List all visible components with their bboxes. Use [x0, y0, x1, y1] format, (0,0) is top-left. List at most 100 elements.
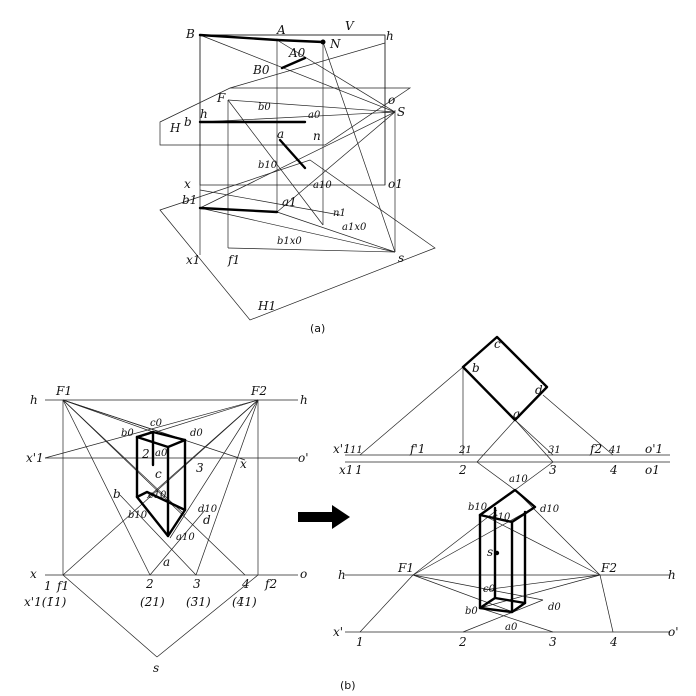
label-bar21: 21: [458, 445, 472, 456]
label-h-left: h: [30, 393, 38, 407]
label-b: b: [184, 115, 192, 129]
label-o1: o1: [645, 463, 660, 477]
label-x-bottom: x: [30, 567, 37, 581]
label-b10: b10: [258, 160, 278, 171]
label-x-mid: x: [240, 457, 247, 471]
line-s-left: [62, 574, 158, 658]
prism-top: [478, 488, 537, 524]
label-d: d: [203, 513, 211, 527]
ray-f2-a10: [169, 399, 259, 539]
label-a0: a0: [155, 448, 168, 459]
label-x1: x1: [339, 463, 353, 477]
ray-f1-a0: [412, 574, 514, 613]
label-c0: c0: [483, 584, 496, 595]
label-a: a: [513, 407, 520, 421]
figure-b-right: c b d a x'1 11 f'1 21 31 f2 41 o'1 x1 1 …: [333, 335, 679, 649]
label-o-prime: o': [298, 451, 309, 465]
label-a1: a1: [282, 195, 297, 209]
label-x-prime: x': [333, 625, 343, 639]
label-paren-21: (2̄1): [140, 595, 165, 609]
label-a10: a10: [509, 474, 528, 485]
label-c10: c10: [492, 512, 511, 523]
label-bar2-bottom: 2: [145, 577, 154, 591]
label-paren-41: (4̄1): [232, 595, 257, 609]
ray-f2-b0: [479, 574, 601, 609]
ray-n-s: [322, 41, 396, 253]
label-bar11: 11: [350, 445, 363, 456]
label-c0: c0: [150, 418, 163, 429]
label-f2-upper: F2: [250, 384, 267, 398]
ray-a1-ground: [276, 211, 396, 253]
label-b0-upper: B0: [252, 63, 270, 77]
ray-41-d: [542, 394, 614, 456]
ray-bar4-f2: [599, 574, 614, 633]
label-f: F: [216, 91, 226, 105]
label-o: o: [388, 93, 395, 107]
ray-a1-s: [276, 111, 396, 213]
label-o1-prime: o'1: [645, 442, 663, 456]
caption-b: (b): [340, 679, 356, 692]
label-d: d: [535, 383, 543, 397]
label-f2: F2: [600, 561, 617, 575]
ray-b1-ground: [199, 207, 396, 253]
label-h-right: h: [668, 568, 676, 582]
ray-f2-bar3: [195, 399, 259, 576]
label-f1: F1: [397, 561, 414, 575]
diamond-bottom-left: [476, 461, 516, 491]
ray-f2-x1: [44, 399, 259, 459]
label-bar4-bottom: 4: [609, 635, 618, 649]
label-a0-upper: A0: [288, 46, 306, 60]
diamond-right: [514, 419, 554, 463]
label-bar3: 3: [196, 461, 204, 475]
ray-f2-a10: [514, 489, 601, 576]
label-bar31: 31: [548, 445, 561, 456]
label-f1: f1: [227, 253, 240, 267]
label-n1: n1: [333, 208, 346, 219]
ray-f1-x: [62, 399, 246, 461]
plane-h: [159, 87, 412, 146]
segment-b1-a1: [198, 206, 279, 214]
label-a1x0: a1x0: [342, 222, 367, 233]
label-s-upper: S: [397, 105, 405, 119]
figure-b-left: h h F1 F2 c0 b0 d0 a0 2 3 x'1 x o' b c c…: [24, 384, 309, 675]
label-a: a: [277, 127, 284, 141]
label-o-prime: o': [668, 625, 679, 639]
label-v: V: [345, 19, 355, 33]
ray-b-s: [199, 34, 396, 113]
ray-31-a: [514, 419, 554, 456]
label-a0: a0: [505, 622, 518, 633]
ray-f1-bar4: [62, 399, 246, 576]
label-paren-31: (3̄1): [186, 595, 211, 609]
label-h-top: h: [386, 29, 394, 43]
ray-f2-c0: [482, 574, 601, 591]
label-h-right: h: [300, 393, 308, 407]
label-b: b: [472, 361, 480, 375]
label-b1: b1: [182, 193, 197, 207]
label-c10: c10: [148, 490, 167, 501]
line-s-right: [156, 574, 259, 658]
label-s: s: [487, 545, 493, 559]
segment-ba: [198, 33, 279, 42]
label-bar1-bottom: 1: [356, 635, 364, 649]
label-b-upper: B: [185, 27, 195, 41]
ray-x-n1: [199, 189, 341, 216]
label-bar2-bottom: 2: [458, 635, 467, 649]
label-n-lower: n: [313, 129, 321, 143]
ray-f1-d10: [412, 506, 536, 576]
label-bar1: 1: [355, 463, 363, 477]
label-d0: d0: [190, 428, 203, 439]
label-c: c: [155, 467, 162, 481]
label-h-mid: h: [200, 107, 208, 121]
label-b1x0: b1x0: [277, 236, 302, 247]
label-o-bottom: o: [300, 567, 307, 581]
label-a: a: [163, 555, 170, 569]
ray-f1-d0: [412, 574, 544, 601]
label-s-bottom: s: [153, 661, 159, 675]
plane-h1: [159, 159, 436, 321]
label-x1-prime: x'1: [26, 451, 44, 465]
label-f1-upper: F1: [55, 384, 72, 398]
prism-bottom: [478, 596, 527, 614]
plan-square: [461, 335, 549, 422]
label-f1-bottom: f1: [56, 579, 69, 593]
prism-bottom: [135, 490, 187, 538]
